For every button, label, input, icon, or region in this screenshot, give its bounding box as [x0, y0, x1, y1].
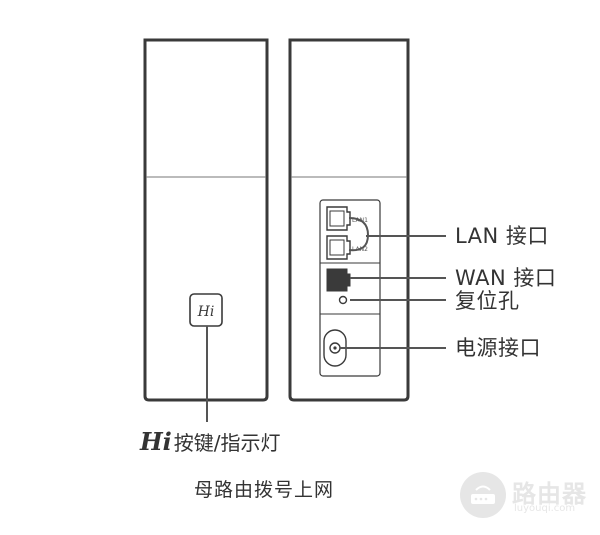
- watermark-url: luyouqi.com: [514, 503, 576, 514]
- watermark: 路由器 luyouqi.com: [460, 472, 590, 518]
- front-body: [143, 38, 269, 402]
- lan2-port-inner: [329, 239, 345, 256]
- reset-label: 复位孔: [455, 289, 520, 313]
- hi-logo: Hi: [140, 427, 172, 456]
- reset-hole: [338, 295, 348, 305]
- lan2-port: [326, 235, 351, 260]
- lan-label: LAN 接口: [455, 224, 549, 248]
- lan1-port: [326, 206, 351, 231]
- port-panel: [319, 199, 381, 377]
- router-front-view: [143, 38, 269, 422]
- back-body: [288, 38, 410, 402]
- hi-button-text: 按键/指示灯: [173, 431, 281, 455]
- hi-button-icon: Hi: [197, 304, 215, 320]
- watermark-router-icon: [460, 472, 506, 518]
- wan-port: [326, 268, 351, 292]
- wan-label: WAN 接口: [455, 266, 557, 290]
- power-port-pin-center: [333, 346, 337, 350]
- diagram-caption: 母路由拨号上网: [194, 479, 335, 501]
- router-back-view: [288, 38, 410, 402]
- watermark-name: 路由器: [512, 480, 587, 508]
- power-label: 电源接口: [455, 336, 541, 360]
- lan1-port-inner: [329, 210, 345, 227]
